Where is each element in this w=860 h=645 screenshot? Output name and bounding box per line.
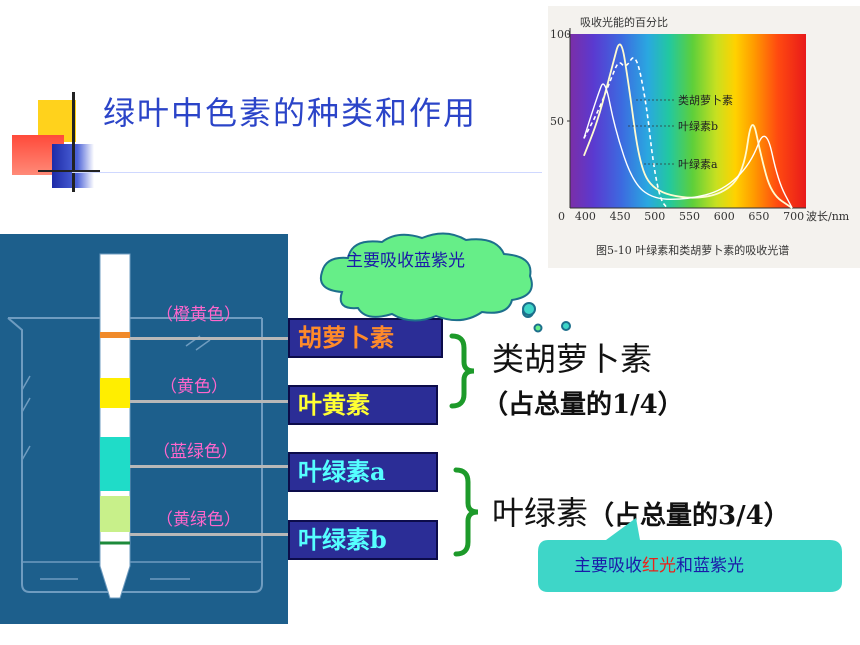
chromatography-panel bbox=[0, 234, 288, 624]
brace-carotenoids bbox=[449, 333, 475, 409]
chart-axes bbox=[567, 28, 806, 209]
chart-series-label-0: 类胡萝卜素 bbox=[678, 93, 733, 107]
chart-x-tick-label: 400 bbox=[575, 210, 596, 223]
chart-x-tick-label: 700 bbox=[783, 210, 804, 223]
band-label-orange-yellow: （橙黄色） bbox=[156, 305, 241, 325]
brace-chlorophylls bbox=[453, 467, 479, 557]
chlorophyll-share: （占总量的3/4） bbox=[588, 501, 790, 531]
leader-line-carotene bbox=[130, 337, 290, 340]
chart-series-line-2 bbox=[583, 83, 793, 209]
chart-x-tick-label: 550 bbox=[679, 210, 700, 223]
chart-series bbox=[583, 43, 793, 209]
filter-paper-strip bbox=[99, 253, 131, 599]
carotenoids-share: （占总量的1/4） bbox=[482, 390, 684, 420]
bottom-text-part-2: 红光 bbox=[642, 556, 676, 576]
chart-title: 吸收光能的百分比 bbox=[580, 15, 668, 29]
chart-x-tick-label: 600 bbox=[714, 210, 735, 223]
leader-line-chlorophyll-b bbox=[130, 533, 290, 536]
bottom-text-part-4: 蓝紫光 bbox=[693, 556, 744, 576]
chart-x-tick-label: 650 bbox=[748, 210, 769, 223]
leader-line-chlorophyll-a bbox=[130, 465, 290, 468]
band-label-yellow-green: （黄绿色） bbox=[156, 510, 241, 530]
band-carotene bbox=[100, 332, 130, 338]
pigment-box-carotene: 胡萝卜素 bbox=[288, 318, 443, 358]
title-deco-horizontal-line bbox=[38, 170, 100, 172]
cloud-text-part-1: 主要吸收 bbox=[346, 251, 414, 271]
title-underline bbox=[72, 172, 542, 173]
bottom-text-part-3: 和 bbox=[676, 556, 693, 576]
band-xanthophyll bbox=[100, 378, 130, 408]
pigment-box-chlorophyll-b: 叶绿素b bbox=[288, 520, 438, 560]
cloud-callout-text: 主要吸收蓝紫光 bbox=[346, 246, 465, 271]
band-label-yellow: （黄色） bbox=[160, 377, 228, 397]
leader-line-xanthophyll bbox=[130, 400, 290, 403]
band-label-blue-green: （蓝绿色） bbox=[153, 442, 238, 462]
chart-series-label-2: 叶绿素a bbox=[678, 157, 718, 171]
chart-x-tick-label: 0 bbox=[558, 210, 565, 223]
chart-caption: 图5-10 叶绿素和类胡萝卜素的吸收光谱 bbox=[596, 243, 789, 257]
chart-x-axis-label: 波长/nm bbox=[806, 210, 850, 223]
band-chlorophyll-b bbox=[100, 496, 130, 532]
pigment-box-xanthophyll: 叶黄素 bbox=[288, 385, 438, 425]
chlorophyll-group: 叶绿素（占总量的3/4） bbox=[492, 488, 790, 534]
chlorophyll-group-name: 叶绿素 bbox=[492, 494, 589, 532]
chart-x-tick-label: 450 bbox=[610, 210, 631, 223]
chart-y-tick-label: 100 bbox=[550, 28, 571, 41]
beaker-illustration bbox=[7, 253, 263, 599]
beaker-outline bbox=[7, 317, 263, 593]
cloud-text-part-2: 蓝紫光 bbox=[414, 251, 465, 271]
bottom-callout-text: 主要吸收红光和蓝紫光 bbox=[574, 551, 744, 576]
chart-x-tick-label: 500 bbox=[644, 210, 665, 223]
bottom-text-part-1: 主要吸收 bbox=[574, 556, 642, 576]
carotenoids-group-name: 类胡萝卜素 bbox=[492, 340, 653, 378]
bottom-callout-shape bbox=[538, 518, 842, 592]
title-deco-vertical-line bbox=[72, 92, 75, 192]
pigment-box-chlorophyll-a: 叶绿素a bbox=[288, 452, 438, 492]
slide-title: 绿叶中色素的种类和作用 bbox=[103, 94, 478, 132]
chart-y-tick-label: 50 bbox=[550, 115, 564, 128]
chart-series-label-1: 叶绿素b bbox=[678, 119, 718, 133]
thought-bubble-dots bbox=[522, 302, 571, 331]
band-chlorophyll-a bbox=[100, 437, 130, 491]
